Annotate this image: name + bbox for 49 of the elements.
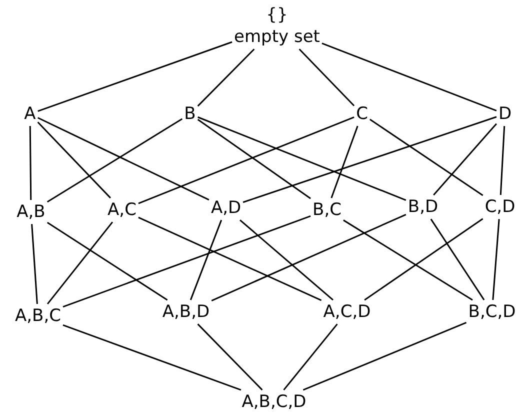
set-label: A,D xyxy=(210,196,242,220)
connector-line xyxy=(430,218,485,300)
set-label: A,B,C xyxy=(15,304,61,328)
connector-line xyxy=(38,117,210,200)
set-label: B xyxy=(184,102,196,126)
set-label: D xyxy=(498,102,512,126)
connector-line xyxy=(37,122,111,198)
connector-line xyxy=(330,126,358,198)
connector-line xyxy=(283,324,338,390)
connector-line xyxy=(197,324,263,390)
set-label: C,D xyxy=(484,196,516,218)
connector-line xyxy=(500,126,506,195)
connector-line xyxy=(370,118,484,196)
connector-line xyxy=(197,48,255,107)
connector-line xyxy=(433,123,498,196)
connector-line xyxy=(322,42,497,112)
connector-line xyxy=(190,220,222,300)
set-label: A,B,C,D xyxy=(242,390,306,414)
set-label: C xyxy=(356,102,368,126)
connector-line xyxy=(198,116,406,201)
connector-line xyxy=(31,224,38,304)
connector-line xyxy=(364,218,484,301)
set-label: A xyxy=(24,102,36,126)
connector-line xyxy=(211,214,406,302)
set-label: A,C xyxy=(108,198,136,222)
set-label: A,C,D xyxy=(323,300,371,324)
connector-line xyxy=(240,219,334,301)
connector-line xyxy=(242,116,497,203)
connector-line xyxy=(29,126,32,200)
connector-line xyxy=(46,118,183,203)
set-label: A,B,D xyxy=(162,300,210,324)
set-label: empty set xyxy=(234,26,320,48)
connector-line xyxy=(343,220,473,301)
connector-line xyxy=(62,324,242,391)
set-label: A,B xyxy=(16,200,46,224)
connector-line xyxy=(492,218,500,300)
connector-line xyxy=(302,322,467,391)
set-symbol: {} xyxy=(265,4,289,26)
set-label: B,C,D xyxy=(468,300,516,324)
connector-line xyxy=(62,215,311,308)
connector-line xyxy=(138,116,354,204)
connector-line xyxy=(298,48,355,106)
connector-line xyxy=(38,41,232,112)
connector-line xyxy=(46,222,168,301)
connector-line xyxy=(46,222,114,304)
set-label: B,C xyxy=(312,198,342,222)
connector-line xyxy=(138,216,322,302)
connector-line xyxy=(197,118,311,200)
set-label: B,D xyxy=(408,196,438,218)
